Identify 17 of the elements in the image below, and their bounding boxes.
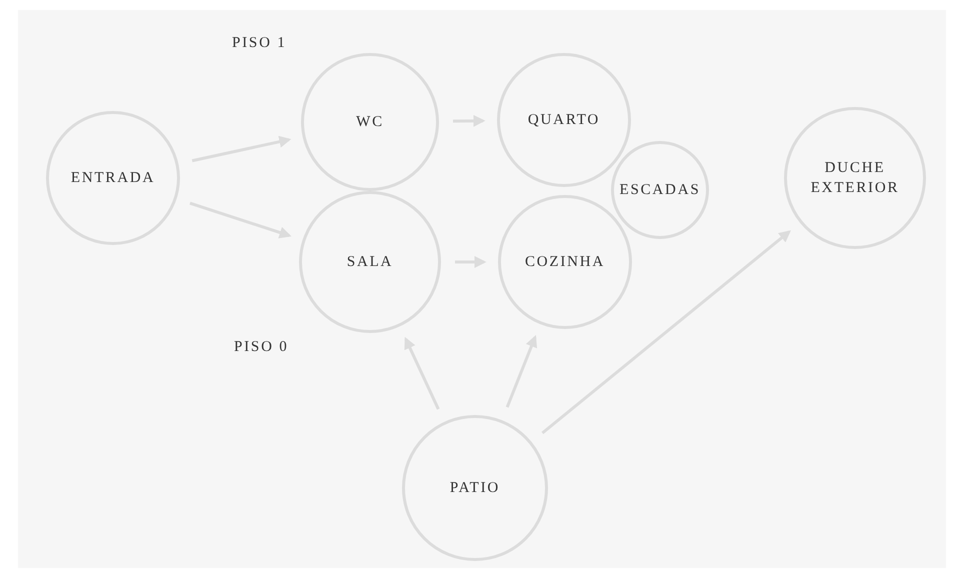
room-name: QUARTO bbox=[528, 111, 600, 130]
room-name: WC bbox=[356, 113, 384, 132]
room-name: ENTRADA bbox=[70, 169, 156, 188]
arrow bbox=[190, 202, 292, 238]
arrow bbox=[452, 114, 486, 127]
room-name: COZINHA bbox=[524, 253, 606, 272]
floor-label: PISO 1 bbox=[232, 34, 287, 53]
arrow bbox=[541, 230, 791, 434]
arrow bbox=[455, 256, 486, 268]
floor-label: PISO 0 bbox=[234, 338, 289, 357]
arrow bbox=[506, 335, 538, 408]
arrow bbox=[192, 136, 292, 162]
arrow bbox=[404, 336, 440, 410]
room-name: PATIO bbox=[450, 479, 500, 498]
room-name: ESCADAS bbox=[620, 181, 700, 200]
room-name: DUCHE EXTERIOR bbox=[810, 159, 900, 198]
room-name: SALA bbox=[346, 253, 394, 272]
